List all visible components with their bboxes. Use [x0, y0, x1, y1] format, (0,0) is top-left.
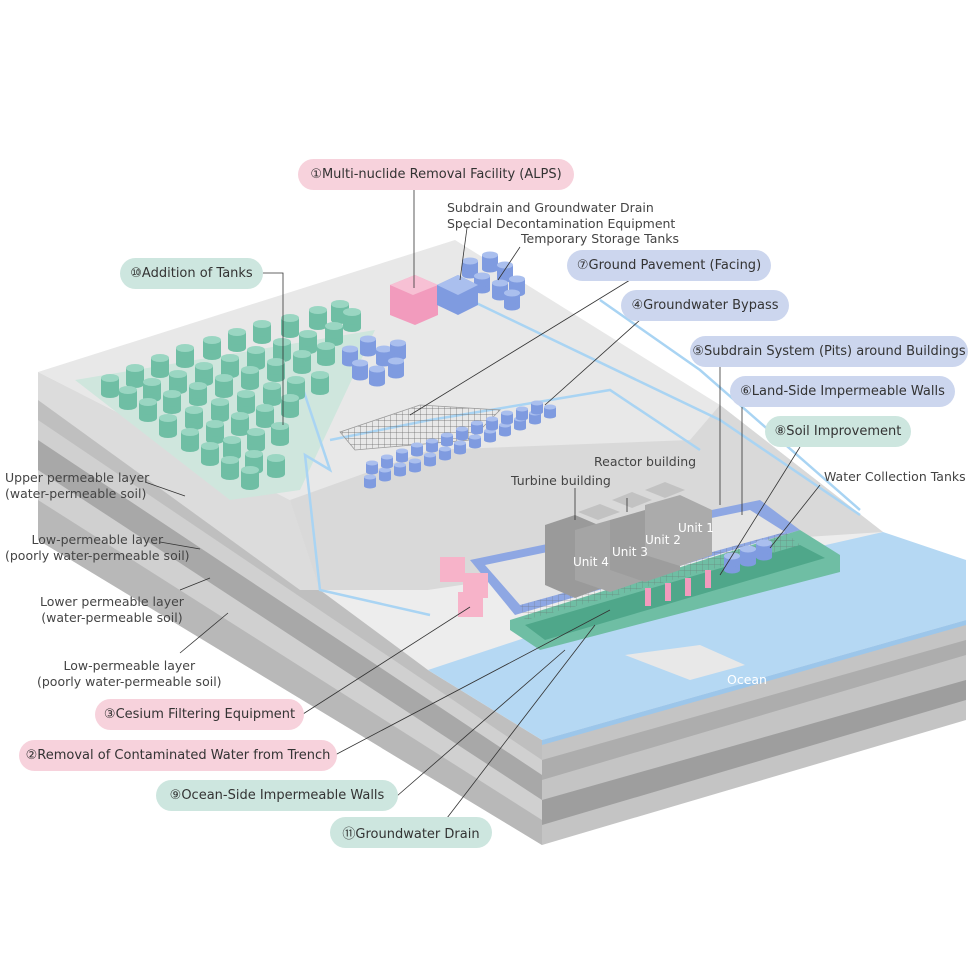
callout-bypass: ④Groundwater Bypass — [621, 290, 789, 321]
label-subdrain-equipment: Subdrain and Groundwater Drain Special D… — [447, 200, 675, 232]
label-subdrain-equipment-line2: Special Decontamination Equipment — [447, 216, 676, 231]
ocean — [428, 532, 966, 745]
label-low1-line2: (poorly water-permeable soil) — [5, 548, 190, 563]
callout-alps: ①Multi-nuclide Removal Facility (ALPS) — [298, 159, 574, 190]
label-low-permeable-layer-2: Low-permeable layer (poorly water-permea… — [37, 658, 222, 690]
callout-trench: ②Removal of Contaminated Water from Tren… — [19, 740, 337, 771]
callout-landside-walls: ⑥Land-Side Impermeable Walls — [730, 376, 955, 407]
label-subdrain-equipment-line1: Subdrain and Groundwater Drain — [447, 200, 654, 215]
label-water-collection: Water Collection Tanks — [824, 469, 966, 484]
label-upper-line1: Upper permeable layer — [5, 470, 150, 485]
callout-tanks: ⑩Addition of Tanks — [120, 258, 263, 289]
callout-cesium: ③Cesium Filtering Equipment — [95, 699, 304, 730]
callout-oceanside-walls: ⑨Ocean-Side Impermeable Walls — [156, 780, 398, 811]
label-unit2: Unit 2 — [645, 533, 681, 547]
cesium-equipment — [440, 557, 488, 617]
label-turbine-building: Turbine building — [511, 473, 611, 488]
label-ocean: Ocean — [727, 672, 767, 687]
label-upper-permeable-layer: Upper permeable layer (water-permeable s… — [5, 470, 149, 502]
callout-subdrain-pits: ⑤Subdrain System (Pits) around Buildings — [690, 336, 968, 367]
label-reactor-building: Reactor building — [594, 454, 697, 469]
decontamination-equipment — [437, 275, 478, 315]
pink-pits — [645, 570, 711, 606]
label-unit4: Unit 4 — [573, 555, 609, 569]
label-low2-line2: (poorly water-permeable soil) — [37, 674, 222, 689]
leader-lines — [144, 190, 821, 819]
label-lower-line1: Lower permeable layer — [40, 594, 184, 609]
callout-gw-drain: ⑪Groundwater Drain — [330, 817, 492, 848]
callout-pavement: ⑦Ground Pavement (Facing) — [567, 250, 771, 281]
label-low1-line1: Low-permeable layer — [31, 532, 164, 547]
label-lower-line2: (water-permeable soil) — [41, 610, 183, 625]
label-upper-line2: (water-permeable soil) — [5, 486, 147, 501]
label-unit1: Unit 1 — [678, 521, 714, 535]
label-unit3: Unit 3 — [612, 545, 648, 559]
label-lower-permeable-layer: Lower permeable layer (water-permeable s… — [40, 594, 184, 626]
callout-soil: ⑧Soil Improvement — [765, 416, 911, 447]
label-low-permeable-layer-1: Low-permeable layer (poorly water-permea… — [5, 532, 190, 564]
label-low2-line1: Low-permeable layer — [63, 658, 196, 673]
label-temp-storage: Temporary Storage Tanks — [521, 231, 680, 246]
buildings — [545, 482, 712, 598]
